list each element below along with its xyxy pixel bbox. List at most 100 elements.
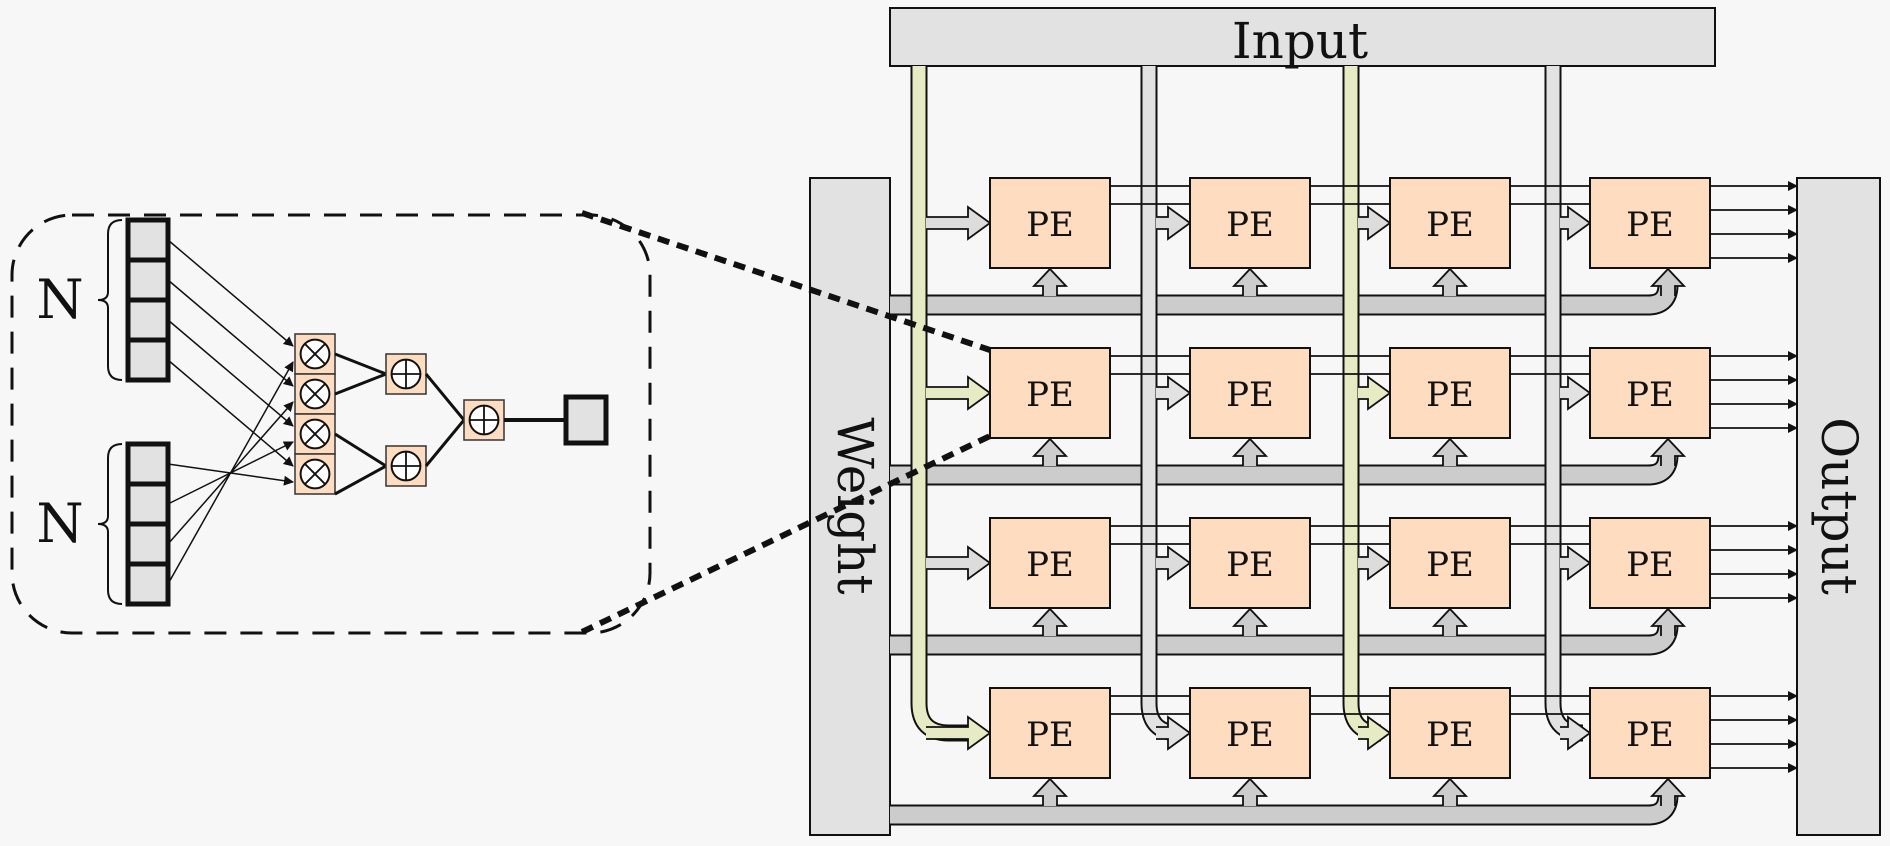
pe-box <box>1389 517 1511 609</box>
input-bar: Input <box>889 7 1716 70</box>
weight-up-arrow <box>1231 437 1269 466</box>
vector-cell <box>125 561 171 607</box>
pe-cell: PE <box>1189 517 1311 609</box>
vector-cell <box>125 297 171 343</box>
pe-box <box>989 347 1111 439</box>
pe-box <box>1389 347 1511 439</box>
pe-label: PE <box>1426 205 1474 245</box>
pe-box <box>1389 687 1511 779</box>
weight-up-arrow <box>1031 267 1069 296</box>
pe-cell: PE <box>1389 347 1511 439</box>
pe-cell: PE <box>1589 347 1711 439</box>
pe-box <box>989 177 1111 269</box>
pe-cell: PE <box>989 517 1111 609</box>
weight-up-arrow <box>1431 437 1469 466</box>
multiplier <box>294 333 336 375</box>
pe-box <box>1389 177 1511 269</box>
pe-label: PE <box>1026 205 1074 245</box>
adder-link <box>334 352 391 396</box>
pe-box <box>1589 687 1711 779</box>
multiplier <box>294 373 336 415</box>
data-line <box>167 239 294 347</box>
input-right-arrow <box>926 205 992 241</box>
pe-box <box>1189 517 1311 609</box>
input-vector-group: N <box>36 217 171 383</box>
input-buses <box>910 66 1592 751</box>
vector-cell <box>125 257 171 303</box>
adder <box>385 353 427 395</box>
multiply-icon <box>304 383 326 405</box>
adder-link <box>424 373 466 467</box>
input-right-arrow <box>1156 375 1192 411</box>
weight-up-arrow <box>1031 607 1069 636</box>
pe-label: PE <box>1626 205 1674 245</box>
pe-cell: PE <box>1389 177 1511 269</box>
input-right-arrow <box>1358 205 1392 241</box>
pe-label: PE <box>1026 715 1074 755</box>
data-line <box>167 319 294 427</box>
pe-label: PE <box>1426 375 1474 415</box>
weight-up-arrow <box>1231 777 1269 806</box>
input-right-arrow <box>1156 545 1192 581</box>
adder-link <box>334 432 389 496</box>
pe-cell: PE <box>1189 177 1311 269</box>
vector-cell <box>125 337 171 383</box>
pe-box <box>1189 347 1311 439</box>
vector-cell <box>125 521 171 567</box>
pe-cell: PE <box>989 177 1111 269</box>
multiply-icon <box>304 423 326 445</box>
pe-cell: PE <box>989 347 1111 439</box>
pe-box <box>1189 687 1311 779</box>
pe-label: PE <box>1226 545 1274 585</box>
input-right-arrow <box>1156 205 1192 241</box>
weight-label: Weight <box>826 417 884 594</box>
zoom-line-bottom <box>580 433 992 635</box>
weight-up-arrow <box>1031 437 1069 466</box>
weight-buses <box>890 267 1687 826</box>
weight-up-arrow <box>1031 777 1069 806</box>
add-icon <box>469 405 499 435</box>
result-cell <box>563 394 609 446</box>
input-right-arrow <box>926 545 992 581</box>
input-vector-group: N <box>36 441 171 607</box>
pe-detail-callout: NN <box>10 210 992 635</box>
pe-box <box>989 517 1111 609</box>
pe-box <box>1189 177 1311 269</box>
input-right-arrow <box>1358 375 1392 411</box>
pe-cell: PE <box>1589 687 1711 779</box>
pe-box <box>1589 517 1711 609</box>
input-right-arrow <box>1560 545 1592 581</box>
group-size-label: N <box>36 492 83 555</box>
pe-label: PE <box>1626 375 1674 415</box>
zoom-line-top <box>581 210 991 353</box>
data-line <box>167 361 294 585</box>
adder-final <box>463 399 505 441</box>
weight-up-arrow <box>1431 777 1469 806</box>
data-line <box>167 279 294 387</box>
pe-label: PE <box>1626 715 1674 755</box>
multiply-icon <box>304 463 326 485</box>
pe-label: PE <box>1026 375 1074 415</box>
multiplier <box>294 453 336 495</box>
input-right-arrow <box>1560 205 1592 241</box>
output-arrows <box>1710 181 1798 773</box>
group-size-label: N <box>36 268 83 331</box>
pe-cell: PE <box>989 687 1111 779</box>
pe-cell: PE <box>1589 517 1711 609</box>
adder <box>385 445 427 487</box>
pe-cell: PE <box>1189 347 1311 439</box>
pe-box <box>989 687 1111 779</box>
vector-cell <box>125 441 171 487</box>
vector-cell <box>125 481 171 527</box>
weight-up-arrow <box>1431 267 1469 296</box>
add-icon <box>391 451 421 481</box>
brace <box>97 219 123 381</box>
pe-box <box>1589 347 1711 439</box>
pe-cell: PE <box>1389 687 1511 779</box>
pe-box <box>1589 177 1711 269</box>
pe-label: PE <box>1026 545 1074 585</box>
weight-up-arrow <box>1431 607 1469 636</box>
input-right-arrow <box>1358 545 1392 581</box>
